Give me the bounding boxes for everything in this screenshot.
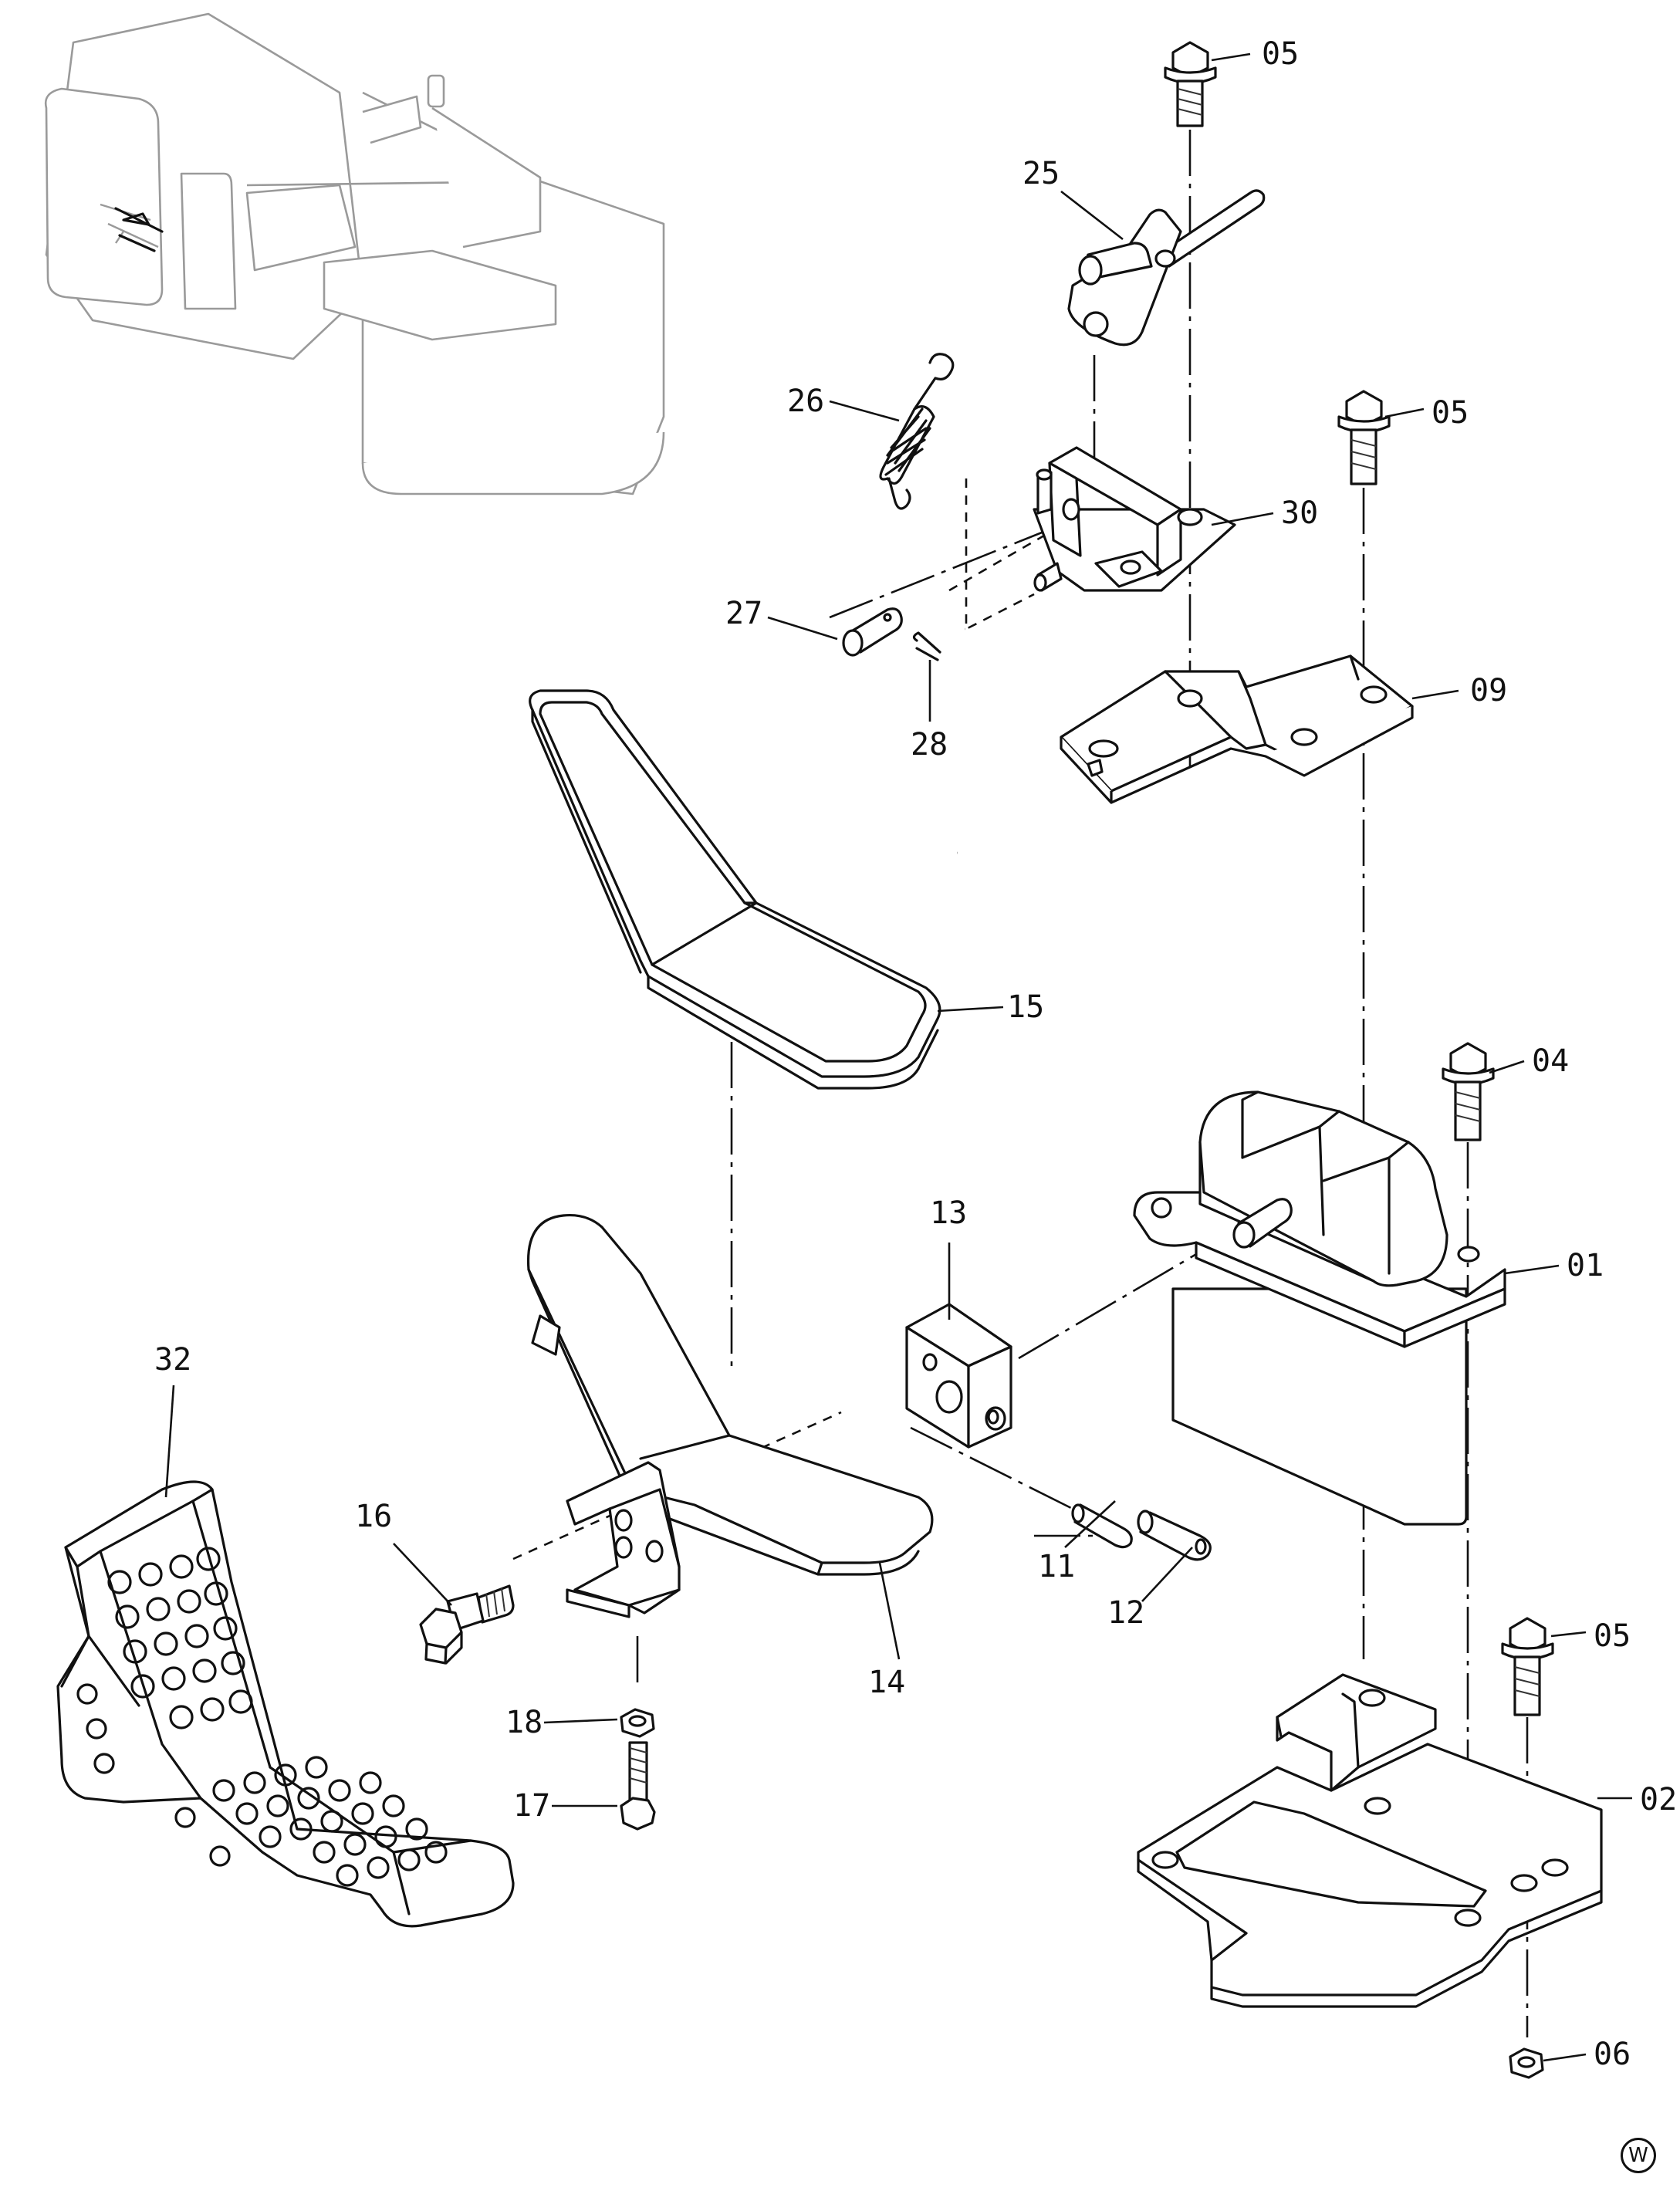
pedal-pad-15 xyxy=(529,689,941,1090)
pin-27 xyxy=(842,607,903,657)
corner-circle-mark: W xyxy=(1621,2138,1656,2173)
bolt-17 xyxy=(620,1741,656,1831)
callout-30: 30 xyxy=(1281,495,1319,531)
callout-28: 28 xyxy=(911,727,948,762)
callout-02: 02 xyxy=(1640,1782,1678,1817)
callout-leaders xyxy=(164,52,1632,2062)
block-13 xyxy=(905,1303,1012,1449)
nut-06 xyxy=(1509,2047,1544,2079)
callout-09: 09 xyxy=(1470,673,1508,708)
assembly-center-lines xyxy=(512,130,1529,2037)
bolt-04 xyxy=(1442,1042,1495,1141)
plate-09 xyxy=(1060,654,1414,804)
bolt-05-top xyxy=(1164,41,1217,127)
pilot-valve-01 xyxy=(1133,1090,1506,1526)
excavator-cab-thumbnail xyxy=(44,12,665,495)
pin-11 xyxy=(1071,1503,1133,1549)
pedal-plate-32 xyxy=(56,1480,515,1928)
lever-25 xyxy=(1067,189,1266,347)
callout-06: 06 xyxy=(1594,2037,1631,2072)
callout-01: 01 xyxy=(1567,1248,1604,1283)
callout-14: 14 xyxy=(868,1665,906,1700)
callout-05-mid: 05 xyxy=(1432,395,1469,431)
callout-18: 18 xyxy=(505,1705,543,1740)
callout-16: 16 xyxy=(355,1499,393,1534)
base-plate-02 xyxy=(1137,1673,1603,2008)
callout-05-top: 05 xyxy=(1262,36,1300,72)
callout-26: 26 xyxy=(787,384,825,419)
bolt-05-mid xyxy=(1337,390,1391,485)
callout-32: 32 xyxy=(154,1342,192,1378)
spring-pin-12 xyxy=(1137,1510,1212,1561)
bracket-30 xyxy=(1033,446,1236,592)
callout-25: 25 xyxy=(1023,156,1060,191)
cotter-pin-28 xyxy=(912,631,941,661)
pedal-14 xyxy=(526,1213,934,1618)
callout-27: 27 xyxy=(725,596,763,631)
callout-13: 13 xyxy=(930,1195,968,1231)
callout-05-low: 05 xyxy=(1594,1618,1631,1654)
callout-17: 17 xyxy=(513,1788,551,1824)
pedal-tread-studs xyxy=(107,1547,448,1887)
callout-11: 11 xyxy=(1038,1549,1076,1584)
callout-15: 15 xyxy=(1007,989,1045,1025)
nut-18 xyxy=(620,1708,655,1738)
callout-04: 04 xyxy=(1532,1043,1570,1079)
bolt-05-low xyxy=(1501,1617,1554,1716)
bolt-16 xyxy=(419,1584,515,1665)
callout-12: 12 xyxy=(1107,1595,1145,1631)
spring-26 xyxy=(879,353,955,510)
